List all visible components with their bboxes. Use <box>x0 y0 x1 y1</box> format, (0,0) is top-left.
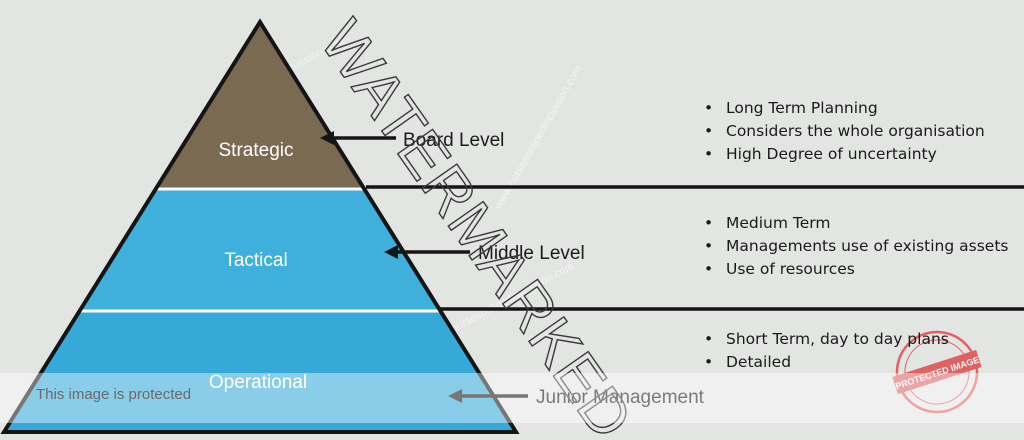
label-board-level: Board Level <box>403 130 504 151</box>
list-item: Use of resources <box>704 258 1008 281</box>
tier-name-strategic: Strategic <box>219 140 294 161</box>
list-item: Long Term Planning <box>704 97 985 120</box>
label-middle-level: Middle Level <box>478 243 585 264</box>
list-item: Managements use of existing assets <box>704 235 1008 258</box>
list-item: Medium Term <box>704 212 1008 235</box>
protected-notice: This image is protected <box>36 386 192 403</box>
tier-name-operational: Operational <box>209 372 307 393</box>
arrow-middle-level <box>384 245 470 259</box>
operational-bullet-list: Short Term, day to day plans Detailed <box>704 328 949 374</box>
label-junior-management: Junior Management <box>536 387 705 408</box>
tactical-tier <box>82 190 438 310</box>
pyramid-outline <box>0 18 520 434</box>
site-watermark-text: www.nursesonlinediscussion.com <box>492 64 585 213</box>
list-item: High Degree of uncertainty <box>704 143 985 166</box>
arrow-junior-management <box>448 389 528 403</box>
list-item: Detailed <box>704 351 949 374</box>
protection-overlay-band <box>0 373 1024 423</box>
operational-tier <box>5 312 515 432</box>
list-item: Considers the whole organisation <box>704 120 985 143</box>
list-item: Short Term, day to day plans <box>704 328 949 351</box>
arrow-board-level <box>320 131 396 145</box>
tier-name-tactical: Tactical <box>224 250 287 271</box>
strategic-tier <box>155 22 364 188</box>
tactical-bullet-list: Medium Term Managements use of existing … <box>704 212 1008 281</box>
strategic-bullet-list: Long Term Planning Considers the whole o… <box>704 97 985 166</box>
